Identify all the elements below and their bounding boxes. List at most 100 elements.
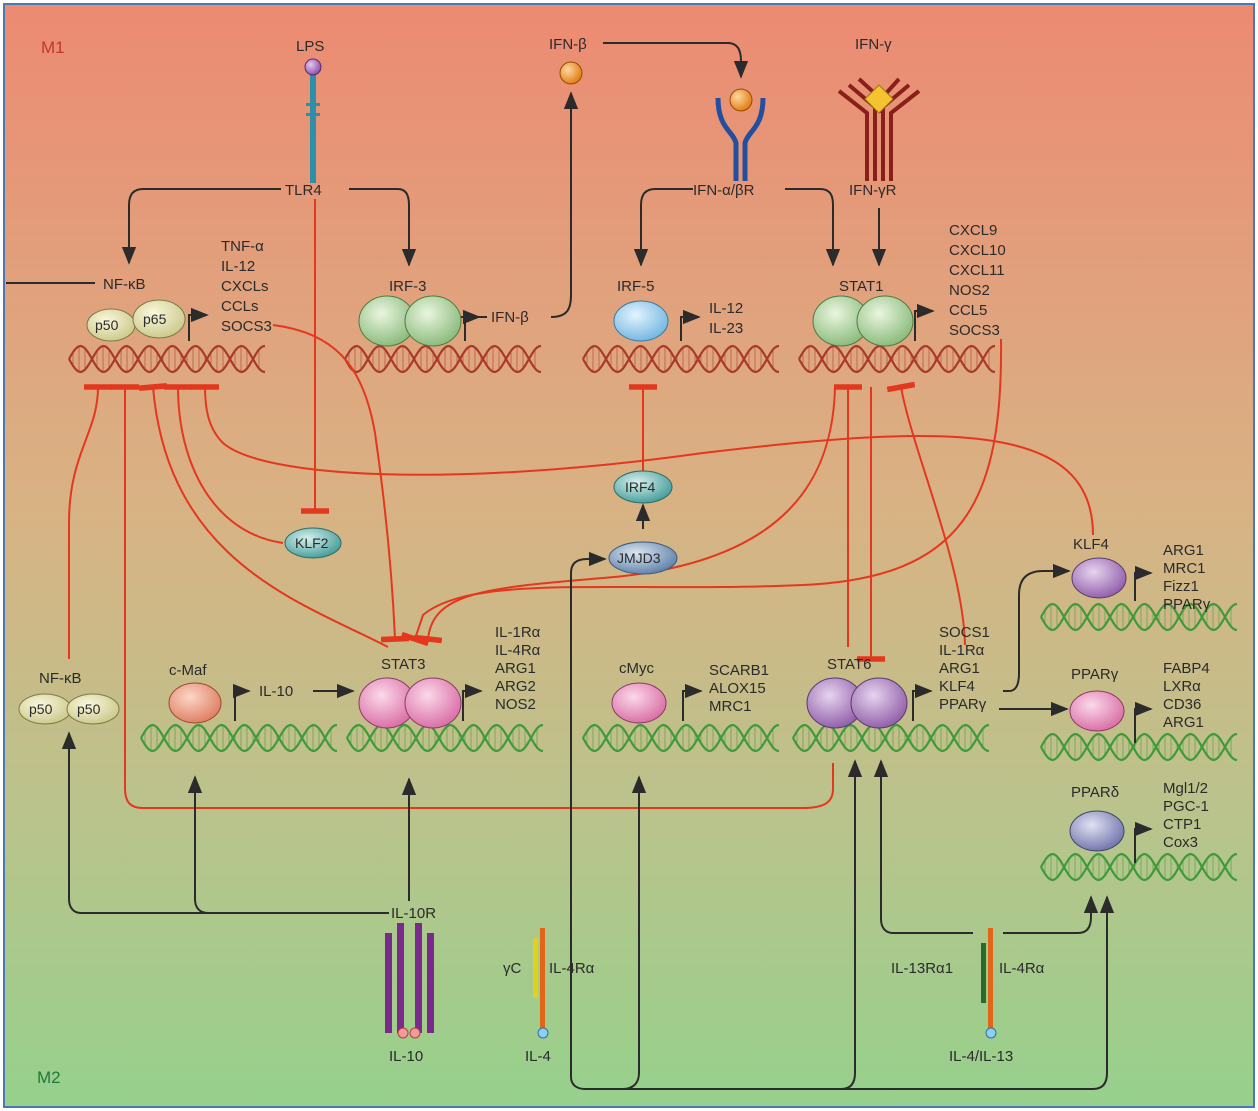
lps-label: LPS <box>296 38 324 55</box>
gene-nfkb-4: SOCS3 <box>221 318 272 335</box>
nfkb-top-label: NF-κB <box>103 276 146 293</box>
klf4-protein <box>1071 557 1127 599</box>
dna-cmaf <box>140 723 338 753</box>
gene-stat6-4: PPARγ <box>939 696 987 713</box>
gene-ppard-2: CTP1 <box>1163 816 1201 833</box>
m2-zone-label: M2 <box>37 1068 61 1087</box>
p65-subunit <box>132 299 186 339</box>
p65-label: p65 <box>143 311 167 327</box>
klf4-label: KLF4 <box>1073 536 1109 553</box>
irf4-label: IRF4 <box>625 479 656 495</box>
gene-pparg-1: LXRα <box>1163 678 1201 695</box>
gene-nfkb-0: TNF-α <box>221 238 264 255</box>
jmjd3-label: JMJD3 <box>617 550 661 566</box>
gene-stat1-0: CXCL9 <box>949 222 997 239</box>
ifnb-label: IFN-β <box>549 36 587 53</box>
gene-ppard-1: PGC-1 <box>1163 798 1209 815</box>
socs1-stat1-inhibition <box>886 381 966 646</box>
gammac-label: γC <box>503 960 522 977</box>
il13-il4-receptor <box>981 928 997 1039</box>
dna-ppard <box>1040 852 1238 882</box>
gene-stat1-3: NOS2 <box>949 282 990 299</box>
p50-nfkb-inhibition <box>68 384 113 659</box>
irf5-label: IRF-5 <box>617 278 655 295</box>
ifng-label: IFN-γ <box>855 36 892 53</box>
stat1-subunit-b <box>856 295 914 347</box>
irf4-protein <box>613 470 673 504</box>
klf4-nfkb-inhibition <box>190 384 1094 536</box>
ifnabr-label: IFN-α/βR <box>693 182 755 199</box>
gene-klf4-3: PPARγ <box>1163 596 1211 613</box>
p50b-label: p50 <box>77 701 101 717</box>
gene-stat3-0: IL-1Rα <box>495 624 541 641</box>
gene-stat6-3: KLF4 <box>939 678 975 695</box>
stat3-subunit-b <box>404 677 462 729</box>
ppard-label: PPARδ <box>1071 784 1119 801</box>
gene-lists: TNF-αIL-12CXCLsCCLsSOCS3IL-12IL-23CXCL9C… <box>221 222 1211 851</box>
gene-stat1-1: CXCL10 <box>949 242 1006 259</box>
gene-ppard-3: Cox3 <box>1163 834 1198 851</box>
ifnb-ligand-icon <box>559 61 583 85</box>
ifng-receptor <box>837 77 921 181</box>
gene-stat6-2: ARG1 <box>939 660 980 677</box>
stat6-nfkb-inhibition <box>111 384 834 809</box>
gene-nfkb-1: IL-12 <box>221 258 255 275</box>
cmaf-protein <box>168 682 222 724</box>
lps-ligand-icon <box>304 58 322 76</box>
gene-pparg-2: CD36 <box>1163 696 1201 713</box>
gene-klf4-1: MRC1 <box>1163 560 1206 577</box>
dna-klf4 <box>1040 602 1238 632</box>
socs3-stat3-inhibition <box>272 324 410 643</box>
lps-tlr4-receptor <box>304 58 322 183</box>
gene-ppard-0: Mgl1/2 <box>1163 780 1208 797</box>
gene-klf4-0: ARG1 <box>1163 542 1204 559</box>
il10-receptor <box>385 923 434 1039</box>
dna-pparg <box>1040 732 1238 762</box>
klf2-nfkb-inhibition <box>163 384 284 544</box>
gene-cmyc-2: MRC1 <box>709 698 752 715</box>
gene-stat3-1: IL-4Rα <box>495 642 541 659</box>
gene-nfkb-2: CXCLs <box>221 278 269 295</box>
irf3-subunit-b <box>404 295 462 347</box>
promoter-arrows <box>188 303 1153 863</box>
gene-klf4-2: Fizz1 <box>1163 578 1199 595</box>
dna-stat1 <box>798 344 996 374</box>
macrophage-polarization-diagram: M1 M2 <box>3 3 1255 1108</box>
il4-il13-ligand-label: IL-4/IL-13 <box>949 1048 1013 1065</box>
gene-stat1-4: CCL5 <box>949 302 987 319</box>
ifngr-label: IFN-γR <box>849 182 897 199</box>
gene-pparg-3: ARG1 <box>1163 714 1204 731</box>
dna-nfkb <box>68 344 266 374</box>
cmyc-label: cMyc <box>619 660 654 677</box>
stat1-stat3-inhibition-a <box>400 338 1003 647</box>
dna-irf5 <box>582 344 780 374</box>
klf2-protein <box>284 527 342 559</box>
irf3-label: IRF-3 <box>389 278 427 295</box>
gene-nfkb-3: CCLs <box>221 298 259 315</box>
gene-irf5-1: IL-23 <box>709 320 743 337</box>
gene-stat1-2: CXCL11 <box>949 262 1005 279</box>
stat3-label: STAT3 <box>381 656 425 673</box>
p50a-label: p50 <box>29 701 53 717</box>
ppard-protein <box>1069 810 1125 852</box>
ifnab-receptor <box>715 88 766 181</box>
stat6-subunit-b <box>850 677 908 729</box>
stat1-label: STAT1 <box>839 278 883 295</box>
il4ra-left-label: IL-4Rα <box>549 960 595 977</box>
pathway-diagram: M1 M2 <box>3 3 1255 1108</box>
gene-stat6-0: SOCS1 <box>939 624 990 641</box>
gene-stat3-4: NOS2 <box>495 696 536 713</box>
gene-cmyc-0: SCARB1 <box>709 662 769 679</box>
m1-zone-label: M1 <box>41 38 65 57</box>
il4-receptor <box>533 928 549 1039</box>
stat3-nfkb-inhibition <box>138 383 389 648</box>
activation-lines <box>6 42 1115 1090</box>
nfkb-bottom-label: NF-κB <box>39 670 82 687</box>
dna-irf3 <box>344 344 542 374</box>
il4-ligand-label: IL-4 <box>525 1048 551 1065</box>
il10-product-label: IL-10 <box>259 683 293 700</box>
pparg-protein <box>1069 690 1125 732</box>
gene-stat1-5: SOCS3 <box>949 322 1000 339</box>
cmyc-protein <box>611 682 667 724</box>
inhibition-lines <box>68 199 1094 809</box>
